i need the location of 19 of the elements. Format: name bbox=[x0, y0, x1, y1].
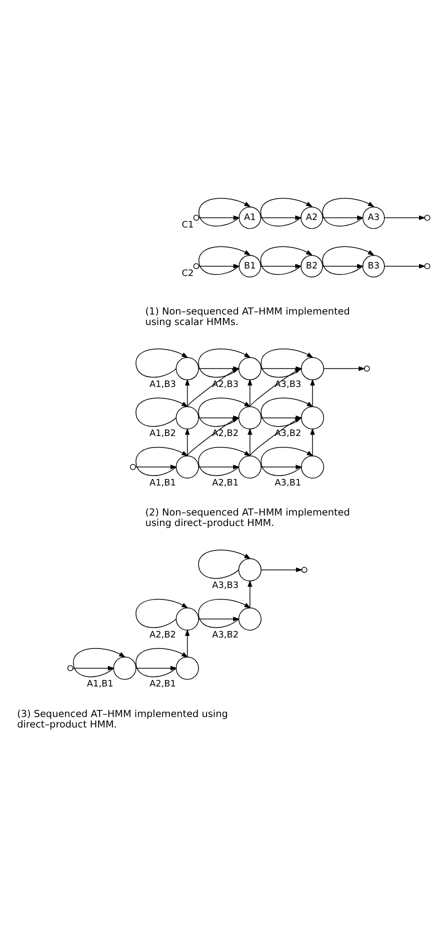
node-label: A3,B3 bbox=[274, 379, 302, 390]
node-label: A3,B2 bbox=[274, 428, 302, 439]
node-label: C2 bbox=[182, 268, 194, 278]
node-label: A3,B1 bbox=[274, 478, 302, 488]
node-label: A1,B1 bbox=[86, 679, 114, 690]
node-label: A2,B2 bbox=[212, 428, 239, 439]
node-label: A1,B3 bbox=[150, 379, 176, 390]
node-label: C1 bbox=[182, 220, 194, 230]
label: (2) Non–sequenced AT–HMM implemented using direct–product HMM. bbox=[145, 507, 350, 529]
label: (1) Non–sequenced AT–HMM implemented using scalar HMMs. bbox=[145, 306, 350, 328]
node-label: A2,B1 bbox=[150, 679, 176, 690]
label: (3) Sequenced AT–HMM implemented using direct–product HMM. bbox=[17, 708, 228, 730]
node-label: A2,B3 bbox=[212, 379, 239, 390]
node-label: A3,B2 bbox=[212, 630, 239, 640]
node-label: A2,B1 bbox=[212, 478, 239, 488]
node-label: A1,B2 bbox=[150, 428, 176, 439]
node-label: A1,B1 bbox=[150, 478, 176, 488]
node-label: A3,B3 bbox=[212, 580, 239, 591]
node-label: A2,B2 bbox=[150, 630, 176, 640]
